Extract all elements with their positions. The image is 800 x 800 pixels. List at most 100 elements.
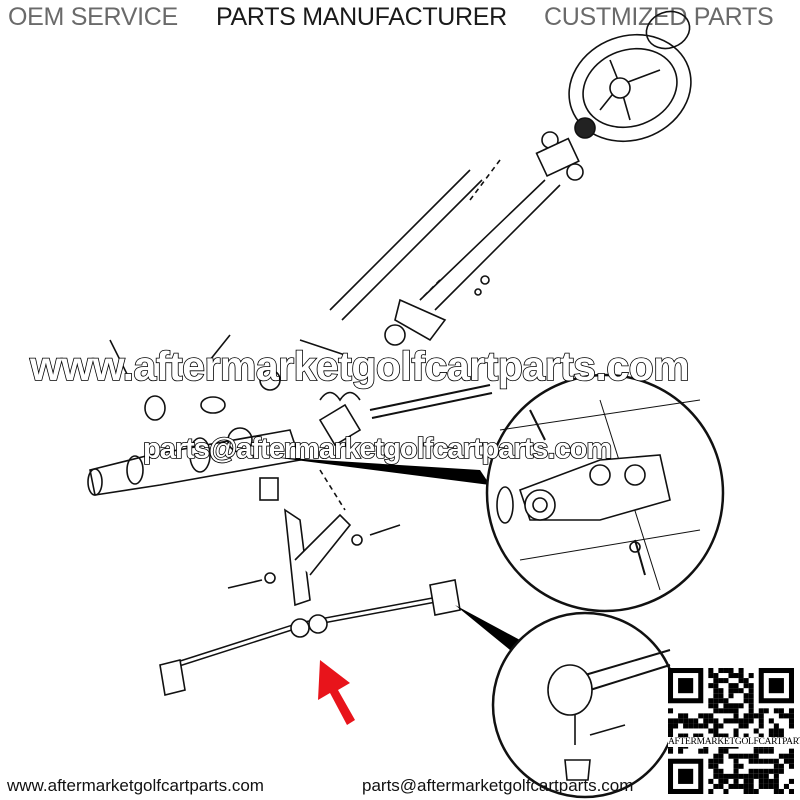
- qr-module: [743, 783, 749, 789]
- qr-module: [733, 733, 739, 739]
- qr-module: [748, 768, 754, 774]
- qr-module: [788, 718, 794, 724]
- qr-module: [758, 718, 764, 724]
- qr-module: [788, 788, 794, 794]
- qr-module: [733, 673, 739, 679]
- qr-module: [753, 758, 759, 764]
- qr-module: [733, 728, 739, 734]
- qr-module: [773, 728, 779, 734]
- qr-module: [773, 773, 779, 779]
- qr-module: [683, 718, 689, 724]
- qr-module: [733, 708, 739, 714]
- qr-module: [713, 708, 719, 714]
- qr-module: [738, 763, 744, 769]
- qr-module: [723, 778, 729, 784]
- qr-module: [713, 683, 719, 689]
- qr-module: [688, 718, 694, 724]
- qr-module: [738, 688, 744, 694]
- qr-module: [778, 733, 784, 739]
- red-arrow-icon: [318, 660, 355, 725]
- qr-module: [673, 723, 679, 729]
- qr-module: [778, 788, 784, 794]
- qr-module: [678, 678, 694, 694]
- qr-module: [723, 668, 729, 674]
- qr-module: [713, 753, 719, 759]
- qr-module: [778, 768, 784, 774]
- qr-module: [733, 703, 739, 709]
- qr-module: [733, 768, 739, 774]
- qr-module: [708, 673, 714, 679]
- qr-module: [738, 678, 744, 684]
- qr-module: [743, 773, 749, 779]
- header-parts-manufacturer: PARTS MANUFACTURER: [216, 3, 507, 31]
- qr-module: [678, 713, 684, 719]
- qr-module: [713, 763, 719, 769]
- qr-module: [763, 778, 769, 784]
- qr-module: [718, 778, 724, 784]
- qr-module: [713, 718, 719, 724]
- watermark-email: parts@aftermarketgolfcartparts.com: [142, 432, 613, 466]
- qr-module: [673, 718, 679, 724]
- qr-module: [693, 718, 699, 724]
- callout-pointer-upper: [272, 457, 490, 485]
- qr-module: [788, 748, 794, 754]
- qr-module: [763, 768, 769, 774]
- qr-module: [783, 713, 789, 719]
- qr-module: [733, 683, 739, 689]
- qr-module: [728, 783, 734, 789]
- qr-caption: AFTERMARKETGOLFCARTPARTS: [668, 737, 800, 747]
- qr-module: [758, 783, 764, 789]
- qr-module: [698, 733, 704, 739]
- qr-module: [738, 718, 744, 724]
- qr-module: [713, 773, 719, 779]
- qr-module: [723, 698, 729, 704]
- qr-module: [788, 753, 794, 759]
- qr-module: [728, 668, 734, 674]
- qr-module: [728, 773, 734, 779]
- qr-module: [743, 713, 749, 719]
- qr-module: [773, 708, 779, 714]
- qr-module: [708, 683, 714, 689]
- qr-module: [728, 688, 734, 694]
- qr-module: [763, 773, 769, 779]
- qr-module: [753, 773, 759, 779]
- qr-module: [773, 783, 779, 789]
- qr-module: [713, 728, 719, 734]
- qr-module: [718, 768, 724, 774]
- qr-module: [698, 748, 704, 754]
- qr-module: [738, 673, 744, 679]
- qr-module: [668, 748, 674, 754]
- qr-module: [768, 728, 774, 734]
- qr-module: [728, 703, 734, 709]
- qr-module: [713, 678, 719, 684]
- qr-module: [778, 763, 784, 769]
- qr-module: [728, 693, 734, 699]
- qr-module: [703, 723, 709, 729]
- qr-module: [728, 718, 734, 724]
- qr-module: [718, 688, 724, 694]
- qr-module: [718, 698, 724, 704]
- qr-module: [768, 733, 774, 739]
- qr-module: [788, 708, 794, 714]
- qr-module: [678, 718, 684, 724]
- qr-module: [668, 708, 674, 714]
- qr-module: [783, 753, 789, 759]
- qr-module: [768, 748, 774, 754]
- qr-module: [733, 718, 739, 724]
- qr-module: [698, 723, 704, 729]
- qr-module: [703, 748, 709, 754]
- footer-website: www.aftermarketgolfcartparts.com: [7, 776, 264, 795]
- qr-module: [733, 753, 739, 759]
- qr-module: [753, 728, 759, 734]
- qr-module: [788, 713, 794, 719]
- tie-rod-assembly: [159, 508, 461, 696]
- qr-module: [708, 728, 714, 734]
- qr-module: [678, 768, 694, 784]
- qr-module: [713, 733, 719, 739]
- qr-module: [788, 758, 794, 764]
- qr-module: [708, 778, 714, 784]
- qr-module: [758, 723, 764, 729]
- qr-module: [718, 758, 724, 764]
- qr-module: [748, 688, 754, 694]
- qr-module: [748, 713, 754, 719]
